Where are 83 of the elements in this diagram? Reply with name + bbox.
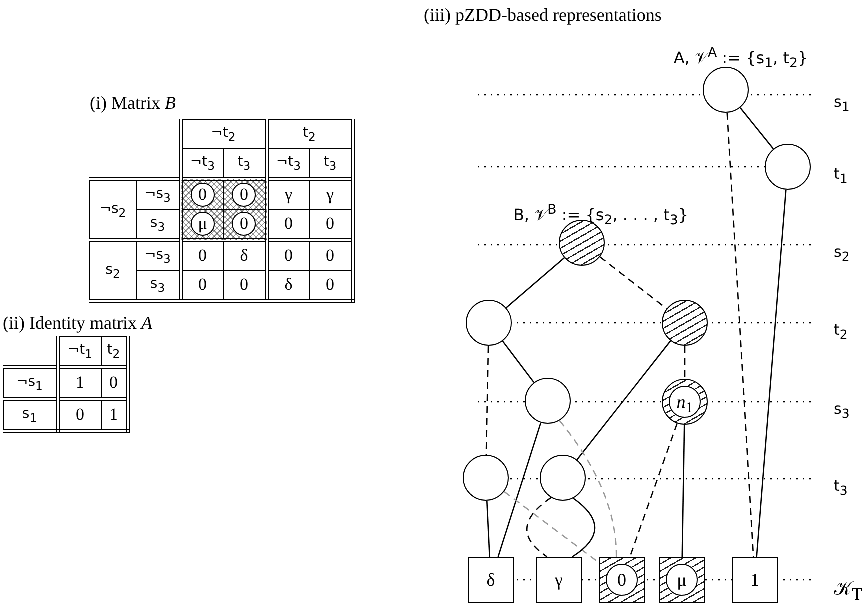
matrix-header: s$_{3}$: [150, 276, 166, 292]
level-label: t$_{2}$: [834, 321, 848, 342]
edge-line: [630, 423, 678, 558]
level-label: 𝒦$_{T}$: [834, 578, 863, 604]
decision-circle: [525, 378, 571, 424]
matrix-value: 0: [326, 246, 334, 265]
terminal-box: [468, 557, 514, 603]
edge-line: [504, 491, 600, 564]
node-label: γ: [555, 570, 563, 590]
panel-heading: (ii) Identity matrix A: [3, 313, 152, 334]
edge-line: [486, 500, 491, 558]
decision-circle: [765, 144, 811, 190]
matrix-header: ¬s$_{3}$: [144, 247, 171, 264]
matrix-value: 0: [198, 275, 207, 294]
decision-circle: [703, 67, 749, 113]
matrix-header: ¬t$_{3}$: [190, 154, 216, 170]
circled-value: 0: [190, 183, 215, 207]
edge-line: [498, 422, 542, 558]
panel-heading: (iii) pZDD-based representations: [424, 5, 662, 26]
level-label: s$_{1}$: [834, 93, 850, 114]
terminal-box: [732, 557, 778, 603]
node-label: 0: [606, 564, 638, 596]
matrix-header: ¬t$_{3}$: [276, 154, 302, 170]
matrix-value: 0: [326, 214, 334, 233]
hatched-terminal-box: [599, 557, 645, 603]
edge-line: [486, 346, 490, 456]
decision-circle: [463, 455, 509, 501]
decision-circle: [466, 300, 512, 346]
node-caption: A, 𝒱$^{A}$ := {s$_{1}$, t$_{2}$}: [674, 46, 808, 72]
matrix-header: ¬s$_{1}$: [16, 374, 43, 390]
edge-line: [740, 108, 774, 150]
level-label: s$_{3}$: [834, 400, 850, 421]
matrix-value: γ: [326, 185, 334, 204]
level-label: t$_{1}$: [834, 165, 848, 186]
matrix-value: δ: [284, 275, 293, 294]
matrix-value: 1: [76, 373, 84, 392]
matrix-value: δ: [240, 246, 248, 265]
matrix-value: 0: [110, 373, 118, 392]
node-label: 1: [750, 570, 760, 590]
matrix-value: 0: [198, 246, 207, 265]
node-label: n$_{1}$: [669, 386, 701, 418]
matrix-header: t$_{3}$: [238, 154, 251, 170]
hatched-decision-circle: [662, 300, 708, 346]
terminal-box: [536, 557, 582, 603]
level-label: t$_{3}$: [834, 477, 848, 498]
matrix-header: t$_{2}$: [107, 342, 120, 358]
edge-line: [559, 420, 618, 558]
edge-line: [502, 340, 535, 384]
circled-value: μ: [190, 212, 215, 236]
decision-circle: [540, 455, 586, 501]
circled-value: 0: [232, 183, 256, 207]
matrix-header: ¬s$_{2}$: [100, 200, 126, 217]
edge-line: [576, 340, 672, 460]
matrix-header: ¬t$_{2}$: [211, 125, 236, 142]
panel-heading: (i) Matrix B: [90, 93, 176, 114]
level-label: s$_{2}$: [834, 243, 850, 264]
matrix-header: ¬t$_{1}$: [68, 342, 93, 358]
matrix-header: t$_{3}$: [324, 154, 337, 170]
matrix-value: 0: [284, 214, 293, 233]
hatched-terminal-box: [659, 557, 705, 603]
matrix-value: 0: [284, 246, 293, 265]
matrix-header: s$_{3}$: [150, 215, 166, 232]
node-label: δ: [486, 570, 496, 590]
node-caption: B, 𝒱$^{B}$ := {s$_{2}$, . . . , t$_{3}$}: [513, 203, 689, 229]
matrix-value: 1: [110, 405, 118, 424]
edge-line: [506, 258, 565, 308]
matrix-header: ¬s$_{3}$: [144, 186, 171, 202]
edge-line: [682, 424, 686, 558]
matrix-header: s$_{1}$: [22, 406, 38, 422]
edge-line: [756, 190, 787, 558]
edge-line: [684, 346, 686, 379]
node-label: μ: [666, 564, 698, 596]
edge-line: [526, 497, 552, 558]
edge-line: [726, 112, 754, 558]
matrix-value: 0: [76, 405, 84, 424]
matrix-header: s$_{2}$: [106, 262, 120, 278]
edge-line: [572, 498, 596, 558]
matrix-value: 0: [240, 275, 248, 294]
matrix-header: t$_{2}$: [303, 125, 316, 142]
circled-value: 0: [232, 212, 256, 236]
matrix-value: 0: [326, 275, 334, 294]
matrix-value: γ: [284, 185, 292, 204]
hatched-decision-circle: [662, 379, 708, 425]
